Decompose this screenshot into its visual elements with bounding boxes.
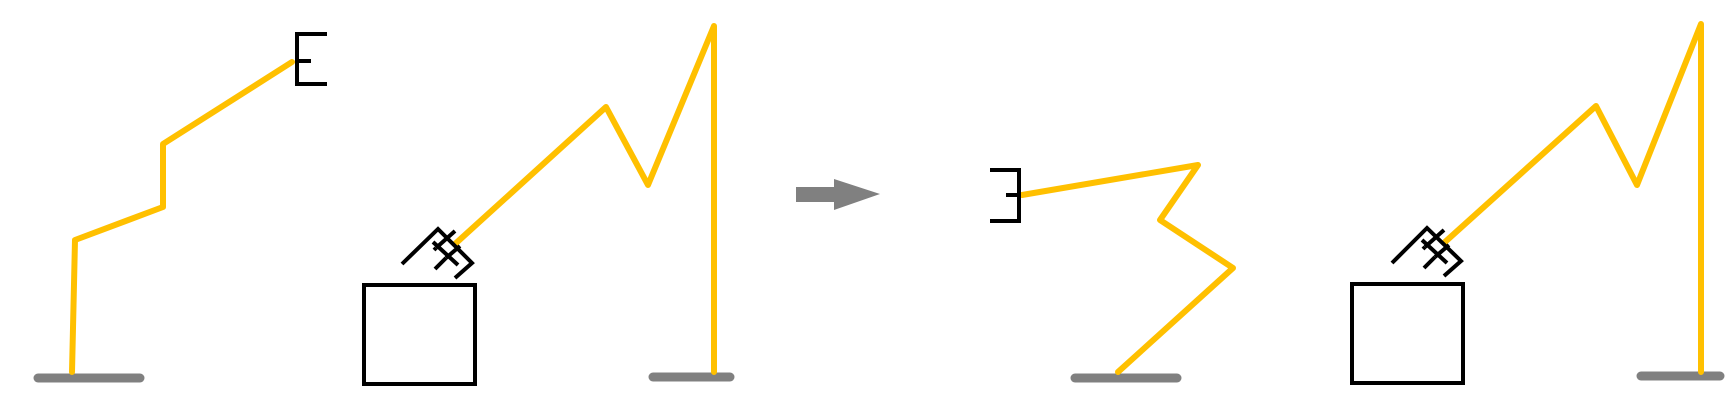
robot-reaching-rotated: [990, 162, 1236, 383]
box: [362, 283, 477, 386]
robot-arm: [452, 23, 717, 375]
robot-arm: [1019, 162, 1236, 375]
panel-after: [990, 21, 1725, 385]
gripper-icon: [400, 226, 475, 280]
robot-arm: [69, 59, 295, 375]
robot-grasping-box: [362, 23, 735, 386]
gripper-fingers: [434, 229, 462, 260]
right-arrow-icon: [796, 179, 880, 210]
robot-grasping-box: [1350, 21, 1725, 385]
panel-before: [33, 23, 735, 386]
box: [1350, 282, 1465, 385]
robot-arm: [1442, 21, 1704, 375]
gripper-icon: [295, 32, 327, 86]
gripper-icon: [1390, 225, 1464, 278]
gripper-icon: [990, 168, 1021, 223]
gripper-fingers: [1423, 228, 1451, 259]
robot-reaching: [33, 32, 327, 383]
